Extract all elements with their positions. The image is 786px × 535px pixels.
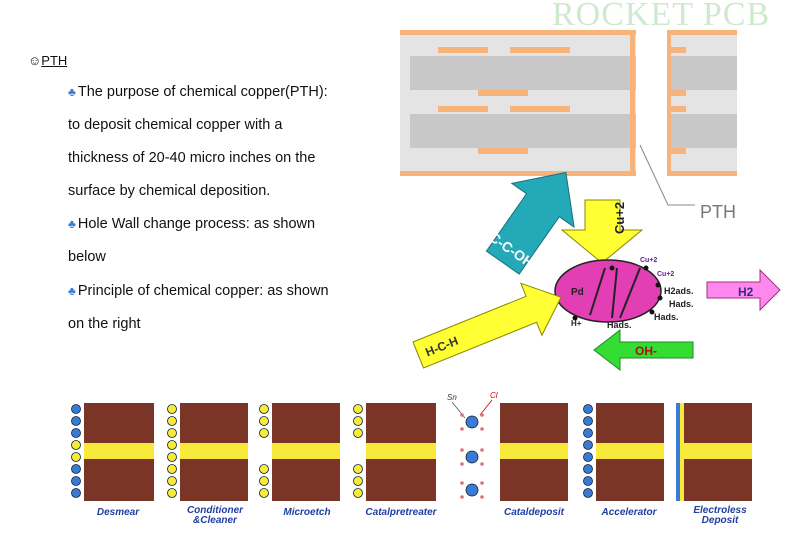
sn-pd-clusters: Sn Cl (447, 391, 498, 499)
cl-label: Cl (490, 391, 498, 400)
stage-label: Conditioner &Cleaner (186, 505, 244, 526)
oh-label: OH- (635, 344, 657, 358)
stage-label: Catalpretreater (365, 507, 437, 518)
cu-small-label: Cu+2 (640, 257, 657, 264)
stage-accelerator (583, 403, 664, 501)
stage-electroless (676, 403, 752, 501)
h2-label: H2 (738, 285, 754, 299)
cu-small-label: Cu+2 (657, 271, 674, 278)
paragraph-line: below (68, 249, 106, 265)
club-bullet-icon: ♣ (68, 284, 76, 298)
paragraph-line: ♣The purpose of chemical copper(PTH): (68, 84, 328, 100)
stage-desmear (71, 403, 154, 501)
section-heading: ☺PTH (28, 53, 67, 68)
cu2-arrow-label: Cu+2 (612, 202, 627, 234)
pth-label: PTH (700, 202, 736, 222)
pd-label: Pd (571, 287, 584, 298)
stage-catalpretreater (353, 403, 436, 501)
sn-label: Sn (447, 393, 457, 402)
stage-label: Microetch (283, 507, 331, 518)
stage-label: Desmear (96, 507, 140, 518)
pth-leader-line (639, 144, 695, 206)
paragraph-line: ♣Principle of chemical copper: as shown (68, 283, 329, 299)
pd-catalyst (554, 259, 662, 323)
hole-wall-copper (630, 30, 635, 176)
product-arrow (485, 171, 575, 275)
hads-label: Hads. (607, 320, 632, 330)
paragraph-line: surface by chemical deposition. (68, 183, 271, 199)
heading-text: PTH (41, 53, 68, 68)
brand-watermark: ROCKET PCB (552, 0, 771, 33)
hole-wall-copper (667, 30, 671, 176)
stage-microetch (259, 403, 340, 501)
smiley-icon: ☺ (28, 53, 42, 68)
oh-arrow (593, 328, 694, 372)
reactant-arrow: H-C-H (412, 282, 562, 369)
stage-label: Electroless Deposit (693, 505, 747, 526)
cu2-arrow (560, 199, 644, 264)
paragraph-line: to deposit chemical copper with a (68, 117, 283, 133)
stage-label: Accelerator (601, 507, 657, 518)
paragraph-line: thickness of 20-40 micro inches on the (68, 150, 316, 166)
stage-label: Cataldeposit (503, 507, 564, 518)
h2-arrow (706, 268, 781, 312)
stage-conditioner (167, 403, 248, 501)
h-plus-label: H+ (571, 319, 582, 328)
club-bullet-icon: ♣ (68, 217, 76, 231)
club-bullet-icon: ♣ (68, 85, 76, 99)
stage-cataldeposit (500, 403, 568, 501)
h2ads-label: H2ads. (664, 286, 694, 296)
paragraph-line: on the right (68, 316, 141, 332)
hads-label: Hads. (654, 312, 679, 322)
hads-label: Hads. (669, 299, 694, 309)
paragraph-line: ♣Hole Wall change process: as shown (68, 216, 316, 232)
